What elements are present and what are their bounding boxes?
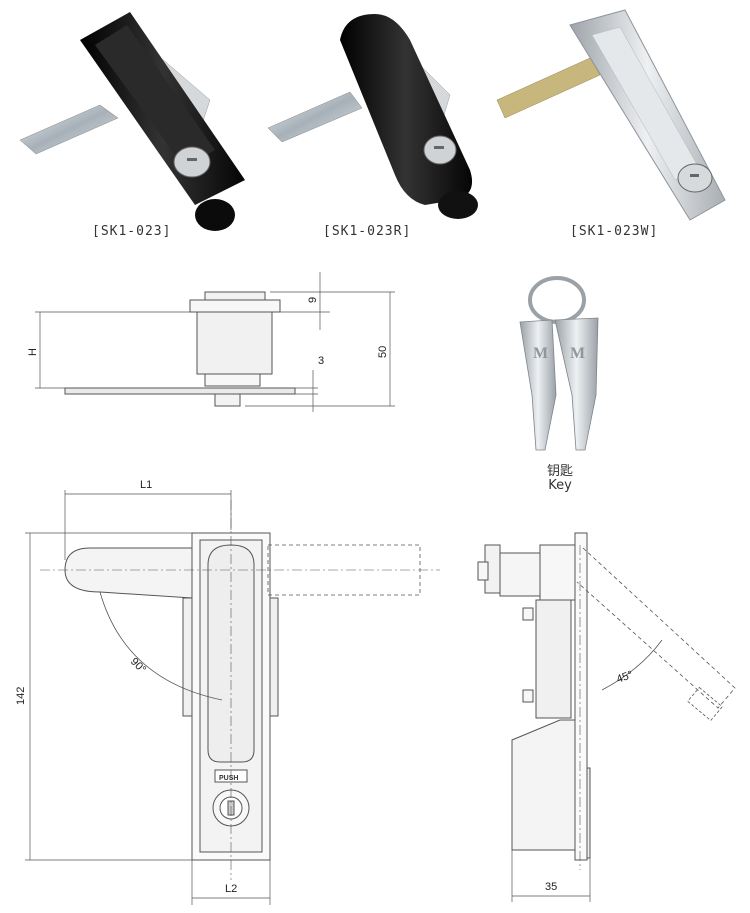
key-ring — [528, 276, 586, 324]
rear-bolt-head — [477, 561, 489, 581]
caption-sk1-023: [SK1-023] — [92, 224, 172, 239]
handle-tip-dashed — [687, 686, 723, 722]
key-right-mark: M — [570, 345, 585, 362]
cam-bar — [496, 57, 601, 119]
cam-plate — [64, 387, 296, 395]
handle-base — [438, 191, 478, 219]
handle-grip — [95, 25, 215, 168]
lower-body — [511, 719, 576, 851]
product-photo-sk1-023r — [267, 14, 478, 219]
key-label-cn: 钥匙 — [546, 464, 573, 479]
angle-45-label: 45° — [615, 669, 635, 686]
plate-edge — [586, 767, 591, 859]
housing-upper — [499, 552, 541, 597]
screw-upper — [522, 607, 534, 621]
side-view-drawing — [35, 272, 395, 412]
dim-35-label: 35 — [545, 881, 557, 893]
lock-cylinder — [423, 135, 457, 165]
dim-l2-label: L2 — [225, 883, 237, 895]
dim-50-label: 50 — [377, 346, 389, 358]
top-cap — [204, 291, 266, 301]
dim-3-label: 3 — [318, 355, 324, 367]
angle-arc — [601, 639, 663, 691]
key-illustration — [519, 276, 599, 451]
angle-90-label: 90° — [128, 656, 148, 676]
key-left-mark: M — [533, 345, 548, 362]
rotation-arc — [99, 591, 223, 701]
open-handle-dashed — [576, 547, 736, 709]
dim-9-label: 9 — [307, 297, 319, 303]
housing-mid — [535, 599, 572, 719]
product-photo-sk1-023w — [496, 9, 726, 221]
dim-h-label: H — [27, 348, 39, 356]
caption-sk1-023r: [SK1-023R] — [323, 224, 412, 239]
handle-base — [195, 199, 235, 231]
screw-lower — [522, 689, 534, 703]
product-photo-sk1-023 — [19, 12, 245, 231]
keyhole — [434, 146, 444, 149]
bolt — [214, 393, 241, 407]
keyhole — [187, 158, 197, 161]
dim-142-label: 142 — [15, 687, 27, 705]
key-right — [554, 317, 599, 451]
front-plate — [574, 532, 588, 861]
flange — [189, 299, 281, 313]
push-label: PUSH — [219, 775, 238, 782]
handle-body — [340, 14, 473, 205]
key-left — [519, 319, 557, 451]
rotated-handle-dashed — [267, 544, 421, 596]
cam-bar — [19, 104, 119, 155]
keyhole — [690, 174, 699, 177]
front-view-drawing — [25, 490, 440, 905]
lever-arm — [64, 547, 193, 599]
dim-l1-label: L1 — [140, 479, 152, 491]
cam-block — [539, 544, 576, 601]
cam-bar — [267, 91, 363, 143]
lock-cylinder — [173, 146, 211, 178]
nut — [204, 373, 261, 387]
caption-sk1-023w: [SK1-023W] — [570, 224, 659, 239]
lock-cylinder — [677, 163, 713, 193]
body-housing — [196, 311, 273, 375]
profile-view-drawing — [477, 532, 736, 902]
key-label-en: Key — [548, 478, 572, 493]
